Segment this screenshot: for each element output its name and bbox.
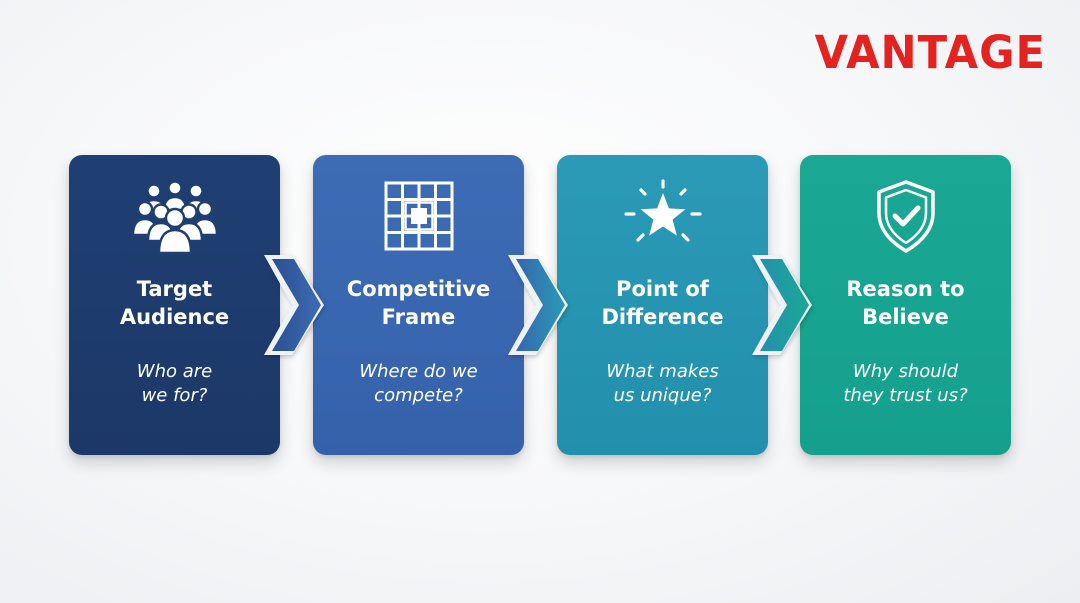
- step-title: Reason to Believe: [800, 275, 1011, 331]
- step-question-line: compete?: [374, 385, 463, 406]
- step-question-line: us unique?: [613, 385, 712, 406]
- step-title-line: Frame: [381, 305, 456, 329]
- step-title-line: Reason to: [846, 277, 965, 301]
- step-title-line: Believe: [862, 305, 949, 329]
- step-title-line: Difference: [601, 305, 724, 329]
- step-question: Who are we for?: [69, 360, 280, 408]
- step-card-point-of-difference: Point of Difference What makes us unique…: [557, 155, 768, 455]
- shield-check-icon: [865, 179, 947, 255]
- step-question-line: Where do we: [359, 361, 478, 382]
- step-title-line: Point of: [616, 277, 709, 301]
- step-question: Why should they trust us?: [800, 360, 1011, 408]
- step-question-line: Why should: [852, 361, 959, 382]
- step-title: Point of Difference: [557, 275, 768, 331]
- chevron-right-icon: [506, 253, 570, 357]
- step-question-line: Who are: [136, 361, 213, 382]
- step-title-line: Audience: [119, 305, 230, 329]
- step-card-competitive-frame: Competitive Frame Where do we compete?: [313, 155, 524, 455]
- star-burst-icon: [622, 179, 704, 255]
- step-title-line: Competitive: [346, 277, 491, 301]
- step-question-line: we for?: [141, 385, 208, 406]
- step-title: Target Audience: [69, 275, 280, 331]
- step-card-target-audience: Target Audience Who are we for?: [69, 155, 280, 455]
- step-title: Competitive Frame: [313, 275, 524, 331]
- chevron-right-icon: [750, 253, 814, 357]
- step-title-line: Target: [136, 277, 213, 301]
- step-question: What makes us unique?: [557, 360, 768, 408]
- step-question: Where do we compete?: [313, 360, 524, 408]
- brand-name: VANTAGE: [814, 25, 1046, 79]
- chevron-right-icon: [262, 253, 326, 357]
- step-question-line: they trust us?: [843, 385, 968, 406]
- people-group-icon: [133, 179, 216, 255]
- step-card-reason-to-believe: Reason to Believe Why should they trust …: [800, 155, 1011, 455]
- brand-logo: VANTAGE: [772, 24, 1046, 80]
- step-question-line: What makes: [606, 361, 719, 382]
- grid-frame-icon: [378, 179, 460, 255]
